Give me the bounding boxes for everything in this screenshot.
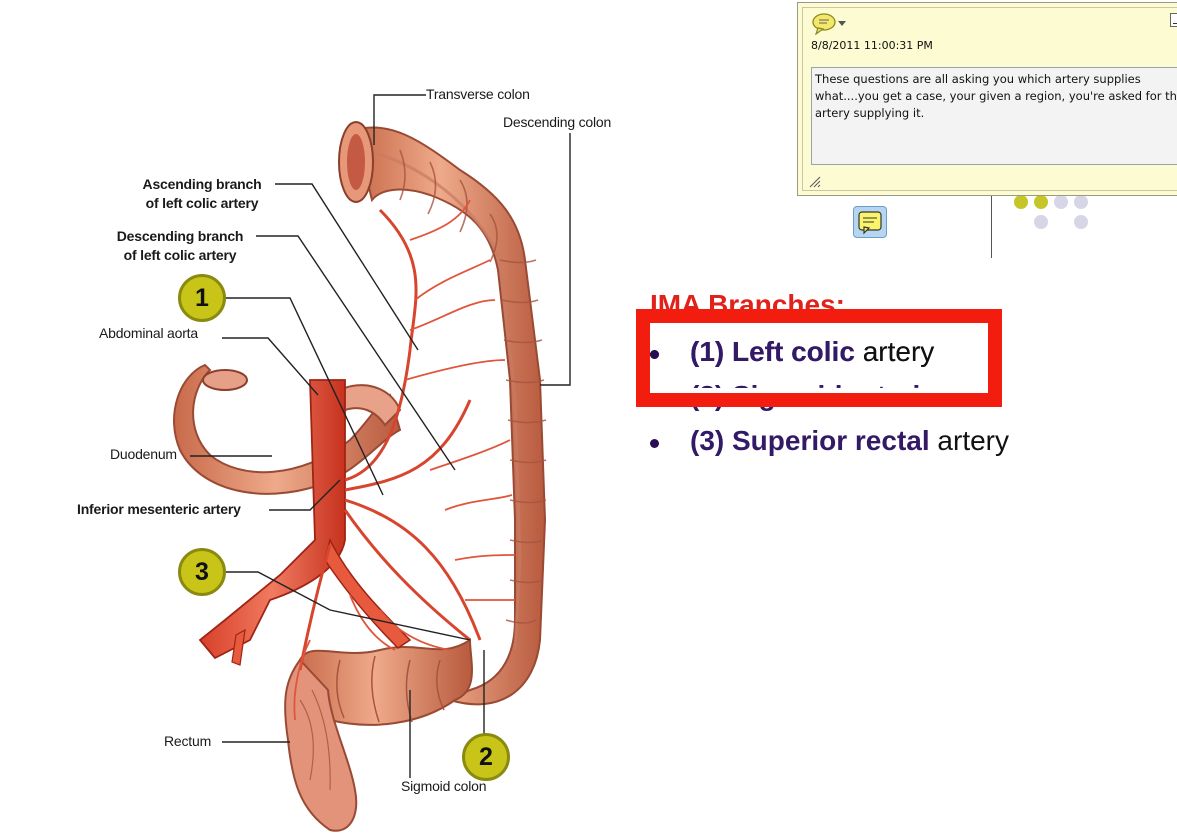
label-ascending-branch-line1: Ascending branch: [142, 176, 262, 192]
label-descending-branch: Descending branch of left colic artery: [104, 227, 256, 265]
comment-popup[interactable]: 8/8/2011 11:00:31 PM These questions are…: [797, 2, 1177, 196]
bullet-dot: [650, 350, 659, 359]
label-ascending-branch-line2: of left colic artery: [145, 195, 259, 211]
deco-dot: [1074, 215, 1088, 229]
speech-bubble-icon[interactable]: [812, 13, 838, 36]
comment-popup-frame: [802, 7, 1177, 191]
bullet-dot: [650, 439, 659, 448]
deco-dot: [1014, 195, 1028, 209]
marker-2: 2: [462, 733, 510, 781]
label-descending-branch-line1: Descending branch: [116, 228, 244, 244]
label-ascending-branch: Ascending branch of left colic artery: [128, 175, 276, 213]
marker-3: 3: [178, 548, 226, 596]
label-transverse-colon: Transverse colon: [426, 86, 530, 102]
bullet-1-plain-overlay: artery: [854, 336, 935, 367]
deco-dot: [1054, 195, 1068, 209]
descending-colon-shape: [353, 126, 547, 706]
label-duodenum: Duodenum: [110, 446, 177, 462]
label-sigmoid-colon: Sigmoid colon: [401, 778, 487, 794]
bullet-3-strong: (3) Superior rectal: [690, 425, 930, 456]
resize-grip-icon[interactable]: [808, 175, 822, 189]
red-highlight-box: [636, 309, 1002, 407]
abdominal-aorta-shape: [198, 379, 346, 660]
comment-timestamp: 8/8/2011 11:00:31 PM: [811, 39, 933, 52]
bullet-1-plain: artery: [854, 336, 935, 367]
label-rectum: Rectum: [164, 733, 212, 749]
label-inferior-mesenteric-artery: Inferior mesenteric artery: [77, 501, 241, 517]
marker-1: 1: [178, 274, 226, 322]
chevron-down-icon[interactable]: [838, 21, 846, 26]
comment-note-icon[interactable]: [853, 206, 887, 238]
rectum-shape: [284, 658, 358, 832]
comment-text-area[interactable]: These questions are all asking you which…: [811, 67, 1177, 165]
bullet-1-strong: (1) Left colic: [690, 336, 855, 367]
deco-dot: [1074, 195, 1088, 209]
highlight-mask-top: [650, 323, 988, 337]
deco-dot: [1034, 215, 1048, 229]
label-descending-branch-line2: of left colic artery: [123, 247, 237, 263]
bullet-1-strong-overlay: (1) Left colic: [690, 336, 855, 367]
bullet-3-plain: artery: [929, 425, 1009, 456]
minimize-button[interactable]: [1170, 13, 1177, 27]
anatomy-illustration: [173, 94, 571, 832]
label-abdominal-aorta: Abdominal aorta: [99, 325, 198, 341]
deco-dot: [1034, 195, 1048, 209]
label-descending-colon: Descending colon: [503, 114, 612, 130]
highlight-mask-bottom: [650, 388, 988, 393]
divider-line: [991, 196, 992, 258]
